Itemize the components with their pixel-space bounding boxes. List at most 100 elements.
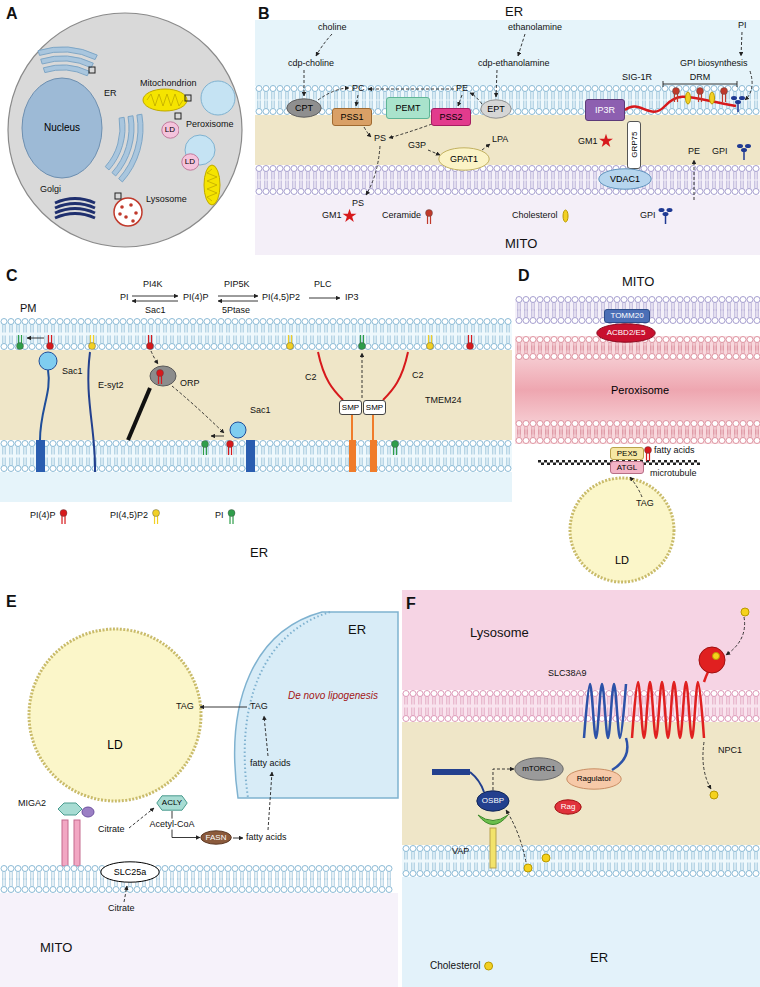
lipid-bilayer-part: [328, 92, 330, 100]
cell-outline: [8, 13, 242, 247]
lipid-bilayer-part: [505, 441, 511, 447]
lipid-bilayer-part: [550, 166, 556, 172]
lipid-bilayer-part: [735, 343, 737, 351]
lipid-bilayer-part: [66, 879, 68, 887]
microtubule-segment: [538, 460, 541, 463]
lipid-bilayer-part: [391, 172, 393, 180]
lipid-bilayer-part: [227, 879, 229, 887]
lipid-bilayer-part: [241, 872, 243, 880]
lipid-bilayer-part: [162, 466, 168, 472]
lipid-bilayer-part: [346, 872, 348, 880]
lipid-bilayer-part: [199, 447, 201, 455]
lipid-bilayer-part: [290, 872, 292, 880]
lipid-bilayer-part: [36, 344, 42, 350]
lipid-bilayer-part: [295, 344, 301, 350]
lipid-bilayer-part: [85, 887, 91, 893]
lipid-bilayer-part: [311, 879, 313, 887]
flow-arrow: [132, 296, 178, 297]
lipid-bilayer-part: [609, 427, 611, 435]
lipid-bilayer-part: [332, 872, 334, 880]
lipid-bilayer-part: [388, 879, 390, 887]
lipid-bilayer-part: [297, 325, 299, 333]
lipid-bilayer-part: [204, 466, 210, 472]
lipid-bilayer-part: [491, 466, 497, 472]
lipid-bilayer-part: [515, 166, 521, 172]
gpi-anchor-part: [737, 104, 739, 112]
lipid-bilayer-part: [349, 92, 351, 100]
lipid-bilayer-part: [339, 879, 341, 887]
lipid-bilayer-part: [316, 466, 322, 472]
lipid-bilayer-part: [472, 458, 474, 466]
lipid-bilayer-part: [581, 303, 583, 311]
lipid-bilayer-part: [412, 181, 414, 189]
lipid-bilayer-part: [269, 872, 271, 880]
lipid-bilayer-part: [314, 92, 316, 100]
lipid-bilayer-part: [559, 101, 561, 109]
lipid-bilayer-part: [475, 101, 477, 109]
lipid-bilayer-part: [400, 441, 406, 447]
lipid-molecule-part: [19, 335, 22, 343]
lipid-bilayer-part: [346, 336, 348, 344]
lipid-bilayer-part: [286, 172, 288, 180]
lipid-bilayer-part: [435, 466, 441, 472]
lipid-bilayer-part: [134, 344, 140, 350]
flow-arrow: [368, 89, 454, 90]
lipid-bilayer-part: [663, 354, 669, 360]
lipid-bilayer-part: [733, 354, 739, 360]
lipid-molecule-part: [394, 447, 397, 455]
lipid-bilayer-part: [515, 189, 521, 195]
lipid-bilayer-part: [277, 166, 283, 172]
lipid-bilayer-part: [524, 92, 526, 100]
lipid-molecule-part: [287, 343, 294, 350]
lipid-bilayer-part: [516, 354, 522, 360]
lipid-bilayer-part: [538, 92, 540, 100]
lipid-bilayer-part: [651, 343, 653, 351]
lipid-bilayer-part: [325, 879, 327, 887]
lipid-bilayer-part: [157, 336, 159, 344]
lipid-bilayer-part: [613, 86, 619, 92]
lipid-bilayer-part: [431, 166, 437, 172]
lipid-bilayer-part: [578, 189, 584, 195]
lipid-bilayer: [0, 441, 512, 472]
cholesterol-molecule: [686, 92, 691, 104]
lipid-bilayer-part: [679, 427, 681, 435]
lipid-bilayer-part: [707, 427, 709, 435]
lipid-bilayer-part: [595, 427, 597, 435]
lipid-bilayer-part: [129, 325, 131, 333]
lipid-bilayer-part: [678, 172, 680, 180]
lipid-bilayer-part: [755, 101, 757, 109]
lipid-bilayer-part: [620, 86, 626, 92]
lipid-bilayer-part: [649, 438, 655, 444]
lipid-bilayer-part: [551, 318, 557, 324]
lipid-bilayer-part: [616, 430, 618, 438]
lipid-bilayer-part: [370, 172, 372, 180]
lipid-bilayer-part: [402, 458, 404, 466]
lipid-bilayer-part: [183, 319, 189, 325]
lipid-bilayer-part: [558, 297, 564, 303]
lipid-bilayer-part: [157, 458, 159, 466]
lipid-bilayer-part: [479, 458, 481, 466]
lipid-bilayer-part: [8, 319, 14, 325]
lipid-bilayer-part: [22, 319, 28, 325]
lipid-bilayer-part: [416, 325, 418, 333]
lipid-bilayer-part: [463, 441, 469, 447]
microtubule-segment: [595, 463, 598, 466]
lipid-bilayer-part: [374, 879, 376, 887]
lipid-bilayer-part: [333, 189, 339, 195]
lipid-bilayer-part: [335, 172, 337, 180]
lipid-bilayer-part: [381, 325, 383, 333]
lipid-bilayer-part: [755, 181, 757, 189]
lipid-bilayer-part: [409, 336, 411, 344]
lipid-bilayer-part: [270, 166, 276, 172]
lipid-bilayer-part: [671, 172, 673, 180]
nucleus-shape: [22, 78, 102, 178]
lysosome-content: [131, 219, 135, 223]
lipid-bilayer-part: [733, 438, 739, 444]
lipid-bilayer-part: [711, 189, 717, 195]
lipid-bilayer-part: [728, 310, 730, 318]
lipid-bilayer-part: [475, 172, 477, 180]
lipid-bilayer-part: [657, 92, 659, 100]
lipid-bilayer-part: [379, 866, 385, 872]
lipid-bilayer-part: [557, 166, 563, 172]
c2-domain: [318, 352, 343, 400]
